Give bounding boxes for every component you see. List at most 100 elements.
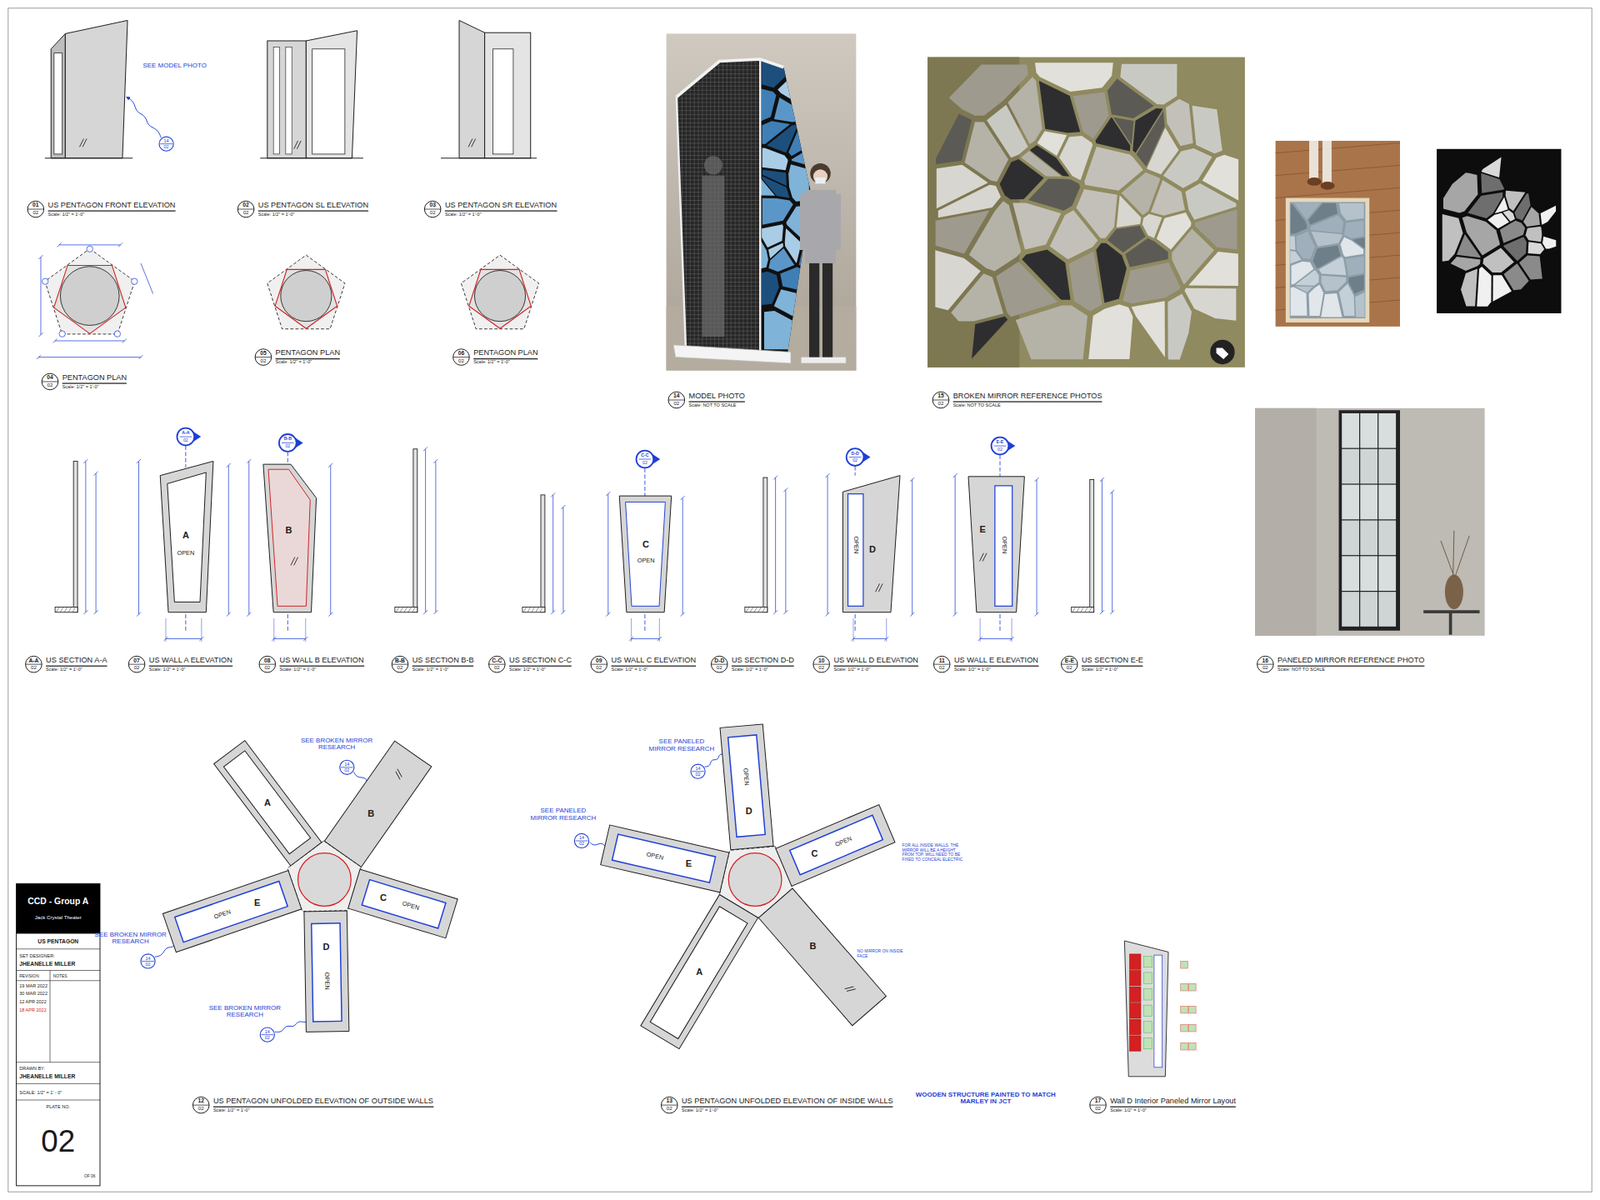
- extension-line: [200, 618, 202, 642]
- wall-tag: OPEN: [176, 549, 195, 556]
- title-block-text: SET DESIGNER:: [19, 953, 55, 959]
- node-outline: [303, 910, 349, 1032]
- mirror-panel: [1144, 972, 1153, 984]
- mirror-shard: [762, 176, 790, 199]
- dimension-tick: [423, 446, 428, 451]
- mirror-panel: [1341, 555, 1360, 591]
- plan-circle: [60, 266, 120, 326]
- panel-piece: [1180, 1024, 1189, 1032]
- dimension-line: [40, 257, 41, 335]
- scale-note: Scale: 1/2" = 1'-0": [1081, 666, 1119, 672]
- unfolded-wall-panel: OPEND: [303, 910, 349, 1032]
- dimension-tick: [605, 612, 610, 617]
- mirror-opening: [285, 46, 292, 155]
- callout-sheet: 02: [344, 768, 350, 774]
- scale-note: Scale: 1/2" = 1'-0": [731, 666, 769, 672]
- drawing-title: PANELED MIRROR REFERENCE PHOTO: [1277, 656, 1425, 667]
- panel-shape: [600, 825, 730, 893]
- mirror-shard: [1482, 248, 1514, 273]
- mirror-shard: [1088, 304, 1133, 360]
- vertex-tag: [86, 245, 93, 252]
- dimension-line: [980, 638, 1012, 640]
- sheet-number: 02: [260, 358, 267, 365]
- section-hatch: [404, 607, 408, 613]
- mirror-shard: [1321, 275, 1347, 291]
- section-hatch: [412, 607, 416, 613]
- dimension-tick: [550, 610, 555, 615]
- node-outline: [600, 825, 730, 893]
- mirror-shard: [1069, 251, 1103, 312]
- photo-background: [666, 33, 857, 370]
- mirror-shard: [938, 185, 1001, 219]
- extension-line: [273, 618, 275, 642]
- mirror-shard: [1171, 229, 1215, 285]
- drawing-number: 02: [242, 201, 250, 209]
- dimension-tick: [328, 612, 333, 617]
- extension-line: [659, 618, 660, 642]
- dimension-line: [140, 263, 154, 295]
- dimension-tick: [136, 459, 141, 464]
- mirror-shard: [761, 271, 780, 305]
- section-hatch: [762, 607, 766, 613]
- dimension-line: [85, 460, 86, 612]
- mirror-shard: [1113, 117, 1135, 145]
- vertex-tag: [59, 330, 65, 337]
- title-bubble: [932, 391, 950, 409]
- wall-tag: B: [810, 940, 817, 952]
- title-bubble: [489, 655, 506, 673]
- sheet-number: 02: [716, 665, 723, 672]
- scale-note: Scale: 1/2" = 1'-0": [681, 1107, 719, 1113]
- callout-sheet: 02: [164, 145, 170, 150]
- panel-piece: [1189, 1024, 1197, 1032]
- node-outline: [617, 491, 674, 615]
- sheet-number: 02: [264, 665, 270, 672]
- dimension-line: [138, 460, 140, 615]
- sheet-number: 02: [818, 665, 825, 672]
- drawing-number: 12: [197, 1098, 205, 1105]
- scale-note: Scale: 1/2" = 1'-0": [62, 384, 100, 390]
- mirror-shard: [1202, 155, 1239, 201]
- frame-shards: [1290, 202, 1365, 317]
- section-wall: [540, 495, 545, 613]
- hatch-mark: [982, 553, 987, 562]
- person-leg: [1322, 140, 1332, 184]
- wall-face: [267, 40, 307, 159]
- wall-tag: A: [695, 966, 703, 978]
- section-cut-line: [287, 614, 289, 631]
- drawing-number: 17: [1095, 1098, 1102, 1105]
- panel-piece: [1189, 1042, 1197, 1050]
- callout-sheet: 02: [265, 1035, 270, 1041]
- drawing-number: 08: [264, 657, 271, 665]
- drawing-title: US WALL E ELEVATION: [954, 656, 1039, 667]
- mirror-shard: [762, 148, 789, 171]
- drawing-number: 07: [133, 657, 140, 665]
- unfolded-wall-panel: B: [324, 740, 431, 867]
- section-hatch: [745, 607, 750, 613]
- dimension-line: [562, 507, 564, 613]
- section-cut-sheet: 02: [852, 458, 858, 464]
- note-text: WOODEN STRUCTURE PAINTED TO MATCH MARLEY…: [914, 1090, 1057, 1105]
- section-wall: [73, 460, 78, 612]
- drawing-title: PENTAGON PLAN: [275, 349, 340, 360]
- callout-sheet: 02: [579, 841, 585, 847]
- dimension-tick: [1110, 490, 1115, 495]
- drawing-title: US PENTAGON SL ELEVATION: [258, 200, 369, 211]
- hatch-mark: [294, 557, 299, 566]
- panel-piece: [1180, 1042, 1189, 1050]
- wall-elevation: B: [258, 459, 322, 615]
- wall-tag: A: [182, 530, 190, 542]
- mirror-panel: [1130, 970, 1141, 985]
- mirror-shard: [1131, 300, 1165, 358]
- mirror-panel: [1341, 449, 1360, 485]
- wall-elevation: EOPEN: [964, 473, 1028, 615]
- dimension-tick: [139, 355, 144, 360]
- open-area: [790, 815, 884, 875]
- drawing-number: B-B: [395, 657, 405, 665]
- branch: [1455, 535, 1470, 577]
- section-cut-sheet: 02: [285, 444, 290, 450]
- section-hatch: [408, 607, 412, 613]
- title-divider: [933, 664, 950, 665]
- section-cut-sheet: 02: [642, 460, 648, 465]
- dimension-tick: [423, 610, 428, 615]
